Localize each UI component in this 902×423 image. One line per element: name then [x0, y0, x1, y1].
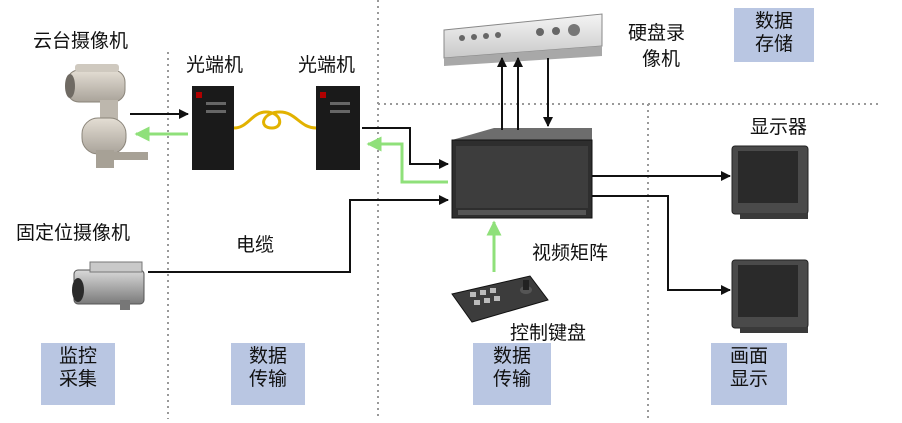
ptz-camera-icon: [65, 64, 148, 168]
fixed-camera-icon: [72, 261, 145, 310]
fiber-cable-icon: [233, 110, 317, 130]
cable-label: 电缆: [236, 234, 275, 256]
fiber-transceiver-right-icon: [316, 86, 360, 170]
fiber-transceiver-right-label: 光端机: [298, 54, 356, 76]
dvr-label-line2: 像机: [642, 48, 681, 70]
dvr-label-line1: 硬盘录: [628, 22, 686, 44]
stage-display-line2: 显示: [729, 368, 768, 390]
stage-box-display: 画面 显示: [711, 343, 787, 405]
control-keyboard-label: 控制键盘: [510, 322, 587, 344]
stage-box-transmit-2: 数据 传输: [473, 343, 551, 405]
stage-box-transmit-1: 数据 传输: [231, 343, 305, 405]
display-label: 显示器: [750, 116, 808, 138]
stage-box-storage: 数据 存储: [734, 8, 814, 62]
display-2-icon: [731, 259, 809, 333]
stage-transmit-1-line2: 传输: [248, 368, 287, 390]
dvr-icon: [443, 13, 603, 66]
video-matrix-label: 视频矩阵: [532, 242, 609, 264]
stage-transmit-2-line1: 数据: [492, 345, 531, 367]
video-matrix-icon: [451, 128, 593, 219]
fiber-transceiver-left-label: 光端机: [186, 54, 244, 76]
stage-transmit-1-line1: 数据: [248, 345, 287, 367]
fiber-transceiver-left-icon: [192, 86, 234, 170]
video-signal-arrows: [130, 57, 731, 295]
stage-box-collect: 监控 采集: [41, 343, 115, 405]
stage-storage-line1: 数据: [754, 10, 793, 32]
ptz-camera-label: 云台摄像机: [33, 30, 129, 52]
control-signal-arrows: [134, 126, 502, 272]
stage-storage-line2: 存储: [754, 33, 793, 55]
stage-display-line1: 画面: [729, 345, 768, 367]
stage-collect-line2: 采集: [58, 368, 97, 390]
fixed-camera-label: 固定位摄像机: [16, 222, 131, 244]
stage-collect-line1: 监控: [58, 345, 97, 367]
control-keyboard-icon: [451, 275, 549, 323]
display-1-icon: [731, 145, 809, 219]
stage-transmit-2-line2: 传输: [492, 368, 531, 390]
